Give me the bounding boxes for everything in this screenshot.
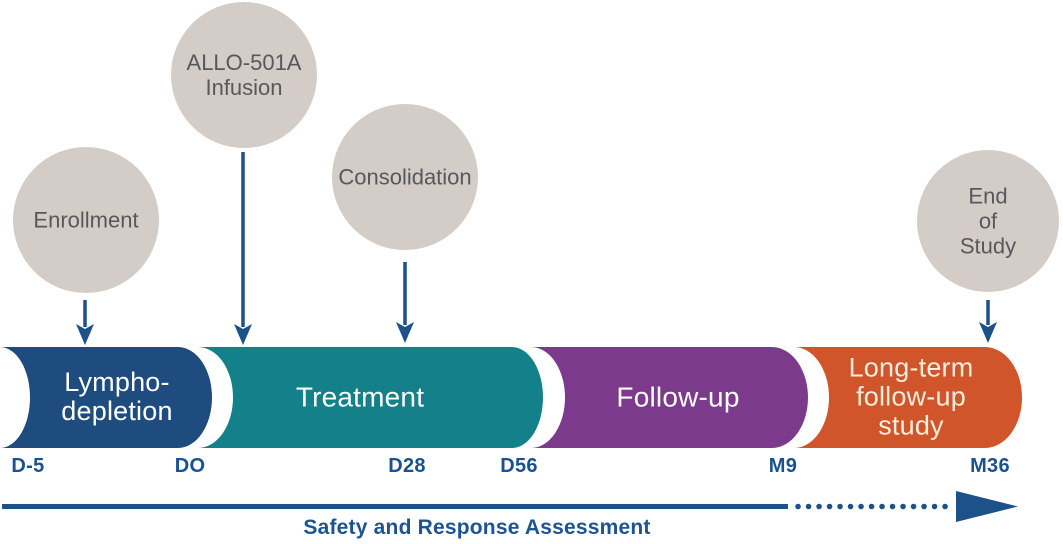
milestone-label-line: Infusion: [205, 75, 283, 100]
phase-label-follow-up: Follow-up: [616, 383, 739, 412]
phase-label-line: Treatment: [295, 381, 425, 413]
milestone-label-enrollment: Enrollment: [33, 208, 138, 233]
tick-label-d28: D28: [388, 455, 426, 477]
milestone-enrollment-circle: [13, 147, 159, 293]
phase-label-line: study: [878, 410, 944, 441]
milestone-infusion-circle: [171, 2, 317, 148]
phase-label-line: Follow-up: [616, 381, 740, 413]
phase-treatment-shape: [198, 347, 543, 448]
phase-follow-up-shape: [531, 347, 808, 448]
milestone-label-end-of-study: End of Study: [951, 184, 1026, 259]
phase-label-line: Lympho-: [64, 367, 170, 397]
enrollment-arrow: [76, 300, 94, 345]
tick-label-d-5: D-5: [11, 455, 45, 477]
tick-label-m9: M9: [768, 455, 798, 477]
milestone-label-line: Enrollment: [33, 207, 139, 233]
phase-label-line: Long-term: [848, 352, 974, 383]
milestone-label-infusion: ALLO-501A Infusion: [187, 50, 302, 100]
consolidation-arrow: [396, 262, 414, 343]
assessment-axis-arrow: [2, 491, 1018, 522]
milestone-label-line: Consolidation: [338, 164, 472, 190]
phase-label-line: follow-up: [856, 381, 966, 412]
tick-label-m36: M36: [970, 455, 1010, 477]
phase-lympho-depletion-shape: [0, 347, 212, 448]
phase-label-line: depletion: [61, 396, 173, 426]
milestone-label-line: End: [968, 183, 1008, 209]
milestone-label-line: ALLO-501A: [186, 50, 302, 75]
phase-label-lympho-depletion: Lympho- depletion: [61, 368, 172, 426]
phase-long-term-follow-up-shape: [794, 347, 1022, 448]
phase-label-long-term-follow-up: Long-term follow-up study: [848, 352, 974, 441]
axis-arrowhead: [956, 491, 1018, 522]
assessment-axis-label: Safety and Response Assessment: [303, 516, 651, 539]
tick-label-d56: D56: [500, 455, 538, 477]
milestone-end-of-study-circle: [917, 150, 1059, 292]
end-of-study-arrow: [979, 300, 997, 343]
infusion-arrow: [234, 152, 252, 345]
milestone-consolidation-circle: [332, 104, 478, 250]
milestone-label-consolidation: Consolidation: [338, 165, 471, 190]
milestone-label-line: of Study: [959, 208, 1017, 259]
tick-label-d0: DO: [174, 455, 206, 477]
phase-label-treatment: Treatment: [296, 383, 424, 412]
